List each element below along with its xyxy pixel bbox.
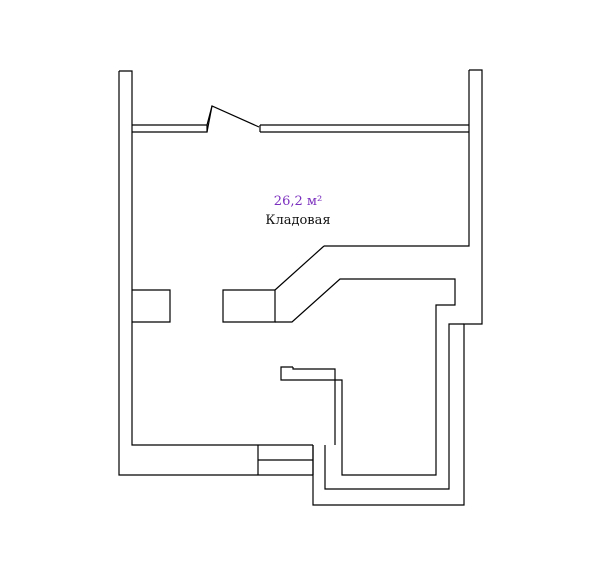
partition-block <box>222 289 276 323</box>
corridor-inner <box>292 367 336 445</box>
partition-angle-upper <box>274 245 325 291</box>
opening-frame <box>257 444 314 476</box>
outer-walls <box>118 69 483 506</box>
left-wall <box>118 70 258 476</box>
partition-walls <box>222 245 456 476</box>
room-area-label: 26,2 м² <box>274 194 322 209</box>
partition-angle-lower <box>275 278 456 476</box>
corridor-outer <box>324 323 464 490</box>
partition-stub <box>280 366 293 381</box>
room-name-label: Кладовая <box>265 213 330 228</box>
bottom-opening <box>257 444 314 476</box>
door-leaf <box>206 105 260 128</box>
top-wall-right <box>259 124 469 133</box>
left-stub-wall <box>132 289 171 323</box>
top-wall-left <box>132 124 208 133</box>
top-wall <box>132 105 469 133</box>
right-wall <box>312 69 483 506</box>
corridor-walls <box>292 323 464 490</box>
door-leaf-edge <box>206 105 213 133</box>
